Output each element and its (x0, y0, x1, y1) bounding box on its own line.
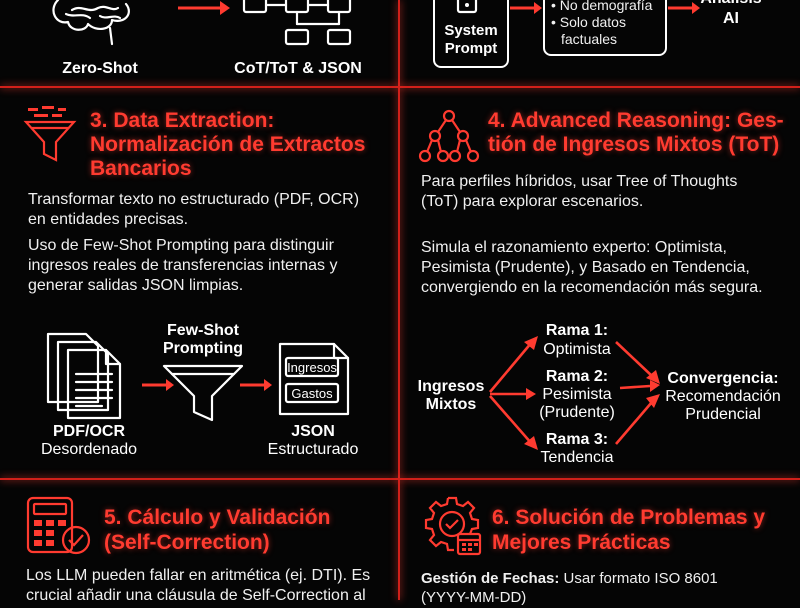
zero-shot-label: Zero-Shot (62, 60, 138, 77)
convergence-title: Convergencia: (667, 370, 779, 387)
section4-para1-line2: (ToT) para explorar escenarios. (421, 193, 644, 210)
branch2-sub1: Pesimista (542, 386, 612, 403)
vertical-divider-top (398, 0, 400, 86)
tot-arrows (489, 336, 660, 450)
system-prompt-line1: System (444, 22, 498, 39)
analysis-ai-line1: Análisis (694, 0, 768, 8)
section3-para2-line2: ingresos reales de transferencias intern… (28, 257, 338, 274)
funnel-icon (162, 364, 244, 422)
section4-para2-line3: convergiendo en la recomendación más seg… (421, 279, 763, 296)
convergence-sub2: Prudencial (685, 406, 761, 423)
section6-title-line2: Mejores Prácticas (492, 531, 671, 554)
flowchart-icon (242, 0, 352, 46)
pdf-ocr-sublabel: Desordenado (40, 441, 138, 458)
section3-para1-line2: en entidades precisas. (28, 211, 189, 228)
horizontal-divider-1 (0, 86, 800, 88)
json-document-icon (278, 342, 350, 416)
analysis-ai-line2: AI (723, 10, 739, 27)
horizontal-divider-2 (0, 478, 800, 480)
tree-hierarchy-icon (418, 109, 480, 163)
few-shot-label-line2: Prompting (163, 340, 243, 357)
section6-title-line1: 6. Solución de Problemas y (492, 506, 766, 529)
vertical-divider-middle (398, 88, 400, 478)
section6-text-line2: (YYYY-MM-DD) (421, 589, 527, 606)
branch2-sub2: (Prudente) (539, 404, 615, 421)
json-label: JSON (291, 423, 335, 440)
section5-para-line1: Los LLM pueden fallar en aritmética (ej.… (26, 567, 371, 584)
section6-bold-label: Gestión de Fechas: (421, 570, 560, 587)
arrow-right-icon (240, 379, 272, 391)
gear-calendar-icon (424, 496, 482, 556)
documents-stack-icon (46, 332, 122, 420)
section3-title-line3: Bancarios (90, 157, 192, 180)
few-shot-label-line1: Few-Shot (167, 322, 239, 339)
section4-title-line2: tión de Ingresos Mixtos (ToT) (488, 133, 780, 156)
convergence-sub1: Recomendación (665, 388, 781, 405)
branch3-title: Rama 3: (545, 431, 609, 448)
branch3-sub: Tendencia (540, 449, 614, 466)
tot-root-line1: Ingresos (417, 378, 485, 395)
section6-text: Gestión de Fechas: Usar formato ISO 8601 (421, 569, 718, 589)
system-prompt-line2: Prompt (444, 40, 498, 57)
section5-title-line2: (Self-Correction) (104, 531, 270, 554)
calculator-check-icon (26, 496, 91, 555)
section4-para2-line2: Pesimista (Prudente), y Basado en Tenden… (421, 259, 750, 276)
filter-funnel-icon (23, 106, 77, 162)
json-field-gastos: Gastos (291, 386, 333, 401)
section3-para2-line1: Uso de Few-Shot Prompting para distingui… (28, 237, 334, 254)
tot-root-line2: Mixtos (425, 396, 477, 413)
section3-title-line2: Normalización de Extractos (90, 133, 366, 156)
rule-item: factuales (561, 31, 618, 47)
section4-title-line1: 4. Advanced Reasoning: Ges- (488, 109, 784, 132)
json-field-ingresos: Ingresos (287, 360, 337, 375)
rule-item: • No demografía (551, 0, 653, 13)
arrow-right-icon (142, 379, 174, 391)
section3-title-line1: 3. Data Extraction: (90, 109, 275, 132)
lock-icon (456, 0, 478, 14)
branch2-title: Rama 2: (545, 368, 609, 385)
rule-item: • Solo datos (551, 14, 626, 30)
cot-tot-json-label: CoT/ToT & JSON (234, 60, 362, 77)
arrow-right-icon (510, 2, 542, 14)
arrow-right-icon (178, 1, 230, 15)
branch1-sub: Optimista (543, 341, 611, 358)
section3-para1-line1: Transformar texto no estructurado (PDF, … (28, 191, 360, 208)
system-prompt-box (433, 0, 509, 68)
section4-para1-line1: Para perfiles híbridos, usar Tree of Tho… (421, 173, 738, 190)
arrow-right-icon (668, 2, 700, 14)
pdf-ocr-label: PDF/OCR (53, 423, 125, 440)
rules-box (543, 0, 667, 56)
brain-icon (52, 0, 130, 46)
section3-para2-line3: generar salidas JSON limpias. (28, 277, 244, 294)
json-sublabel: Estructurado (267, 441, 359, 458)
section5-title-line1: 5. Cálculo y Validación (104, 506, 331, 529)
section6-body: Usar formato ISO 8601 (559, 570, 718, 587)
vertical-divider-bottom (398, 480, 400, 600)
section5-para-line2: crucial añadir una cláusula de Self-Corr… (26, 587, 366, 604)
section4-para2-line1: Simula el razonamiento experto: Optimist… (421, 239, 727, 256)
branch1-title: Rama 1: (545, 322, 609, 339)
